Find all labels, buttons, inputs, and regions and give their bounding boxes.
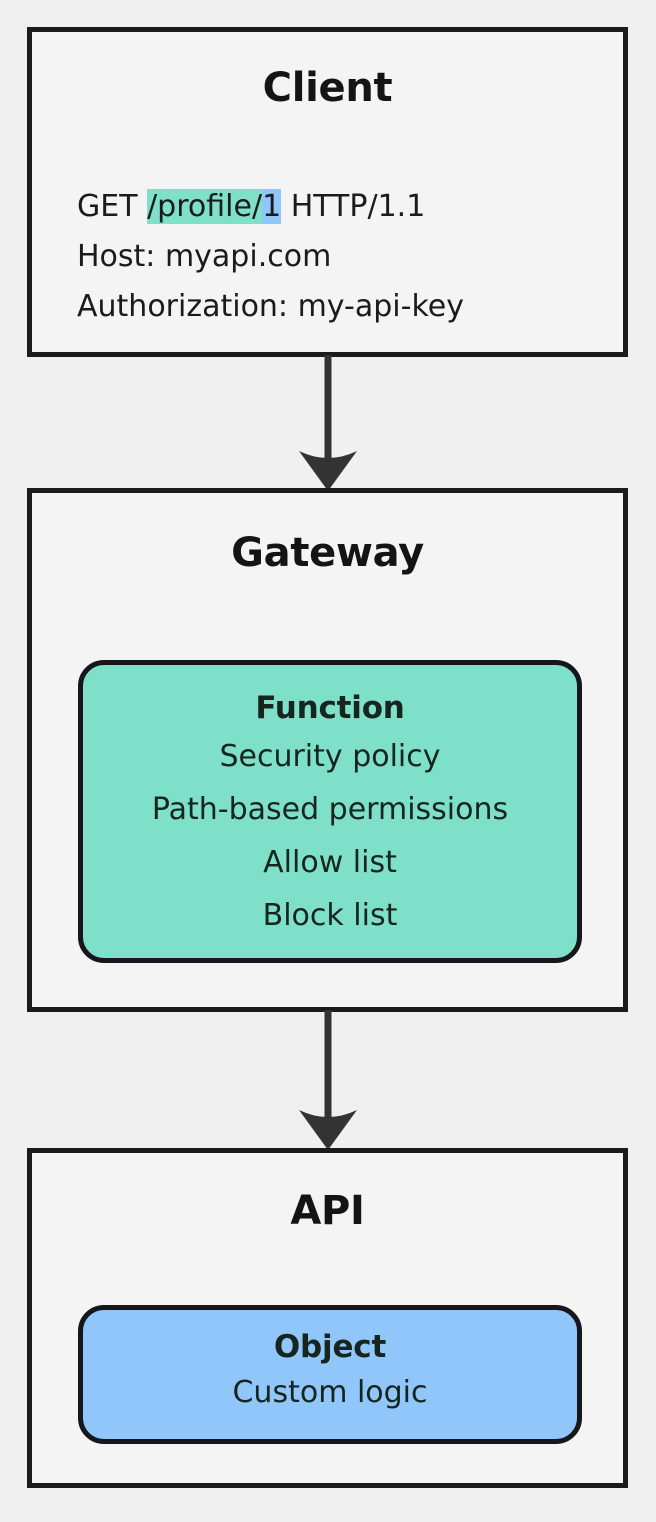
function-item-block-list: Block list — [262, 898, 398, 933]
object-item-custom-logic: Custom logic — [232, 1375, 428, 1410]
request-path-highlight: /profile/ — [147, 189, 263, 224]
object-subnode: Object Custom logic — [78, 1305, 582, 1444]
arrow-head-icon — [299, 1110, 357, 1150]
request-id-highlight: 1 — [262, 189, 282, 224]
arrow-gateway-to-api — [299, 1010, 357, 1150]
request-host-line: Host: myapi.com — [77, 239, 332, 274]
client-request-block: GET /profile/1 HTTP/1.1 Host: myapi.com … — [77, 182, 464, 332]
api-node-title: API — [290, 1188, 365, 1234]
request-authorization-line: Authorization: my-api-key — [77, 289, 464, 324]
function-item-path-based-permissions: Path-based permissions — [151, 792, 509, 827]
function-title: Function — [255, 690, 405, 726]
arrow-head-icon — [299, 451, 357, 491]
object-title: Object — [273, 1329, 387, 1365]
client-node-title: Client — [262, 65, 393, 111]
gateway-node-title: Gateway — [231, 530, 424, 576]
function-item-allow-list: Allow list — [263, 845, 397, 880]
request-method: GET — [77, 189, 148, 224]
client-node: Client GET /profile/1 HTTP/1.1 Host: mya… — [27, 27, 628, 357]
arrow-client-to-gateway — [299, 355, 357, 491]
request-protocol: HTTP/1.1 — [281, 189, 426, 224]
request-line-1: GET /profile/1 HTTP/1.1 — [77, 182, 464, 232]
function-item-security-policy: Security policy — [219, 739, 441, 774]
function-subnode: Function Security policy Path-based perm… — [78, 660, 582, 963]
